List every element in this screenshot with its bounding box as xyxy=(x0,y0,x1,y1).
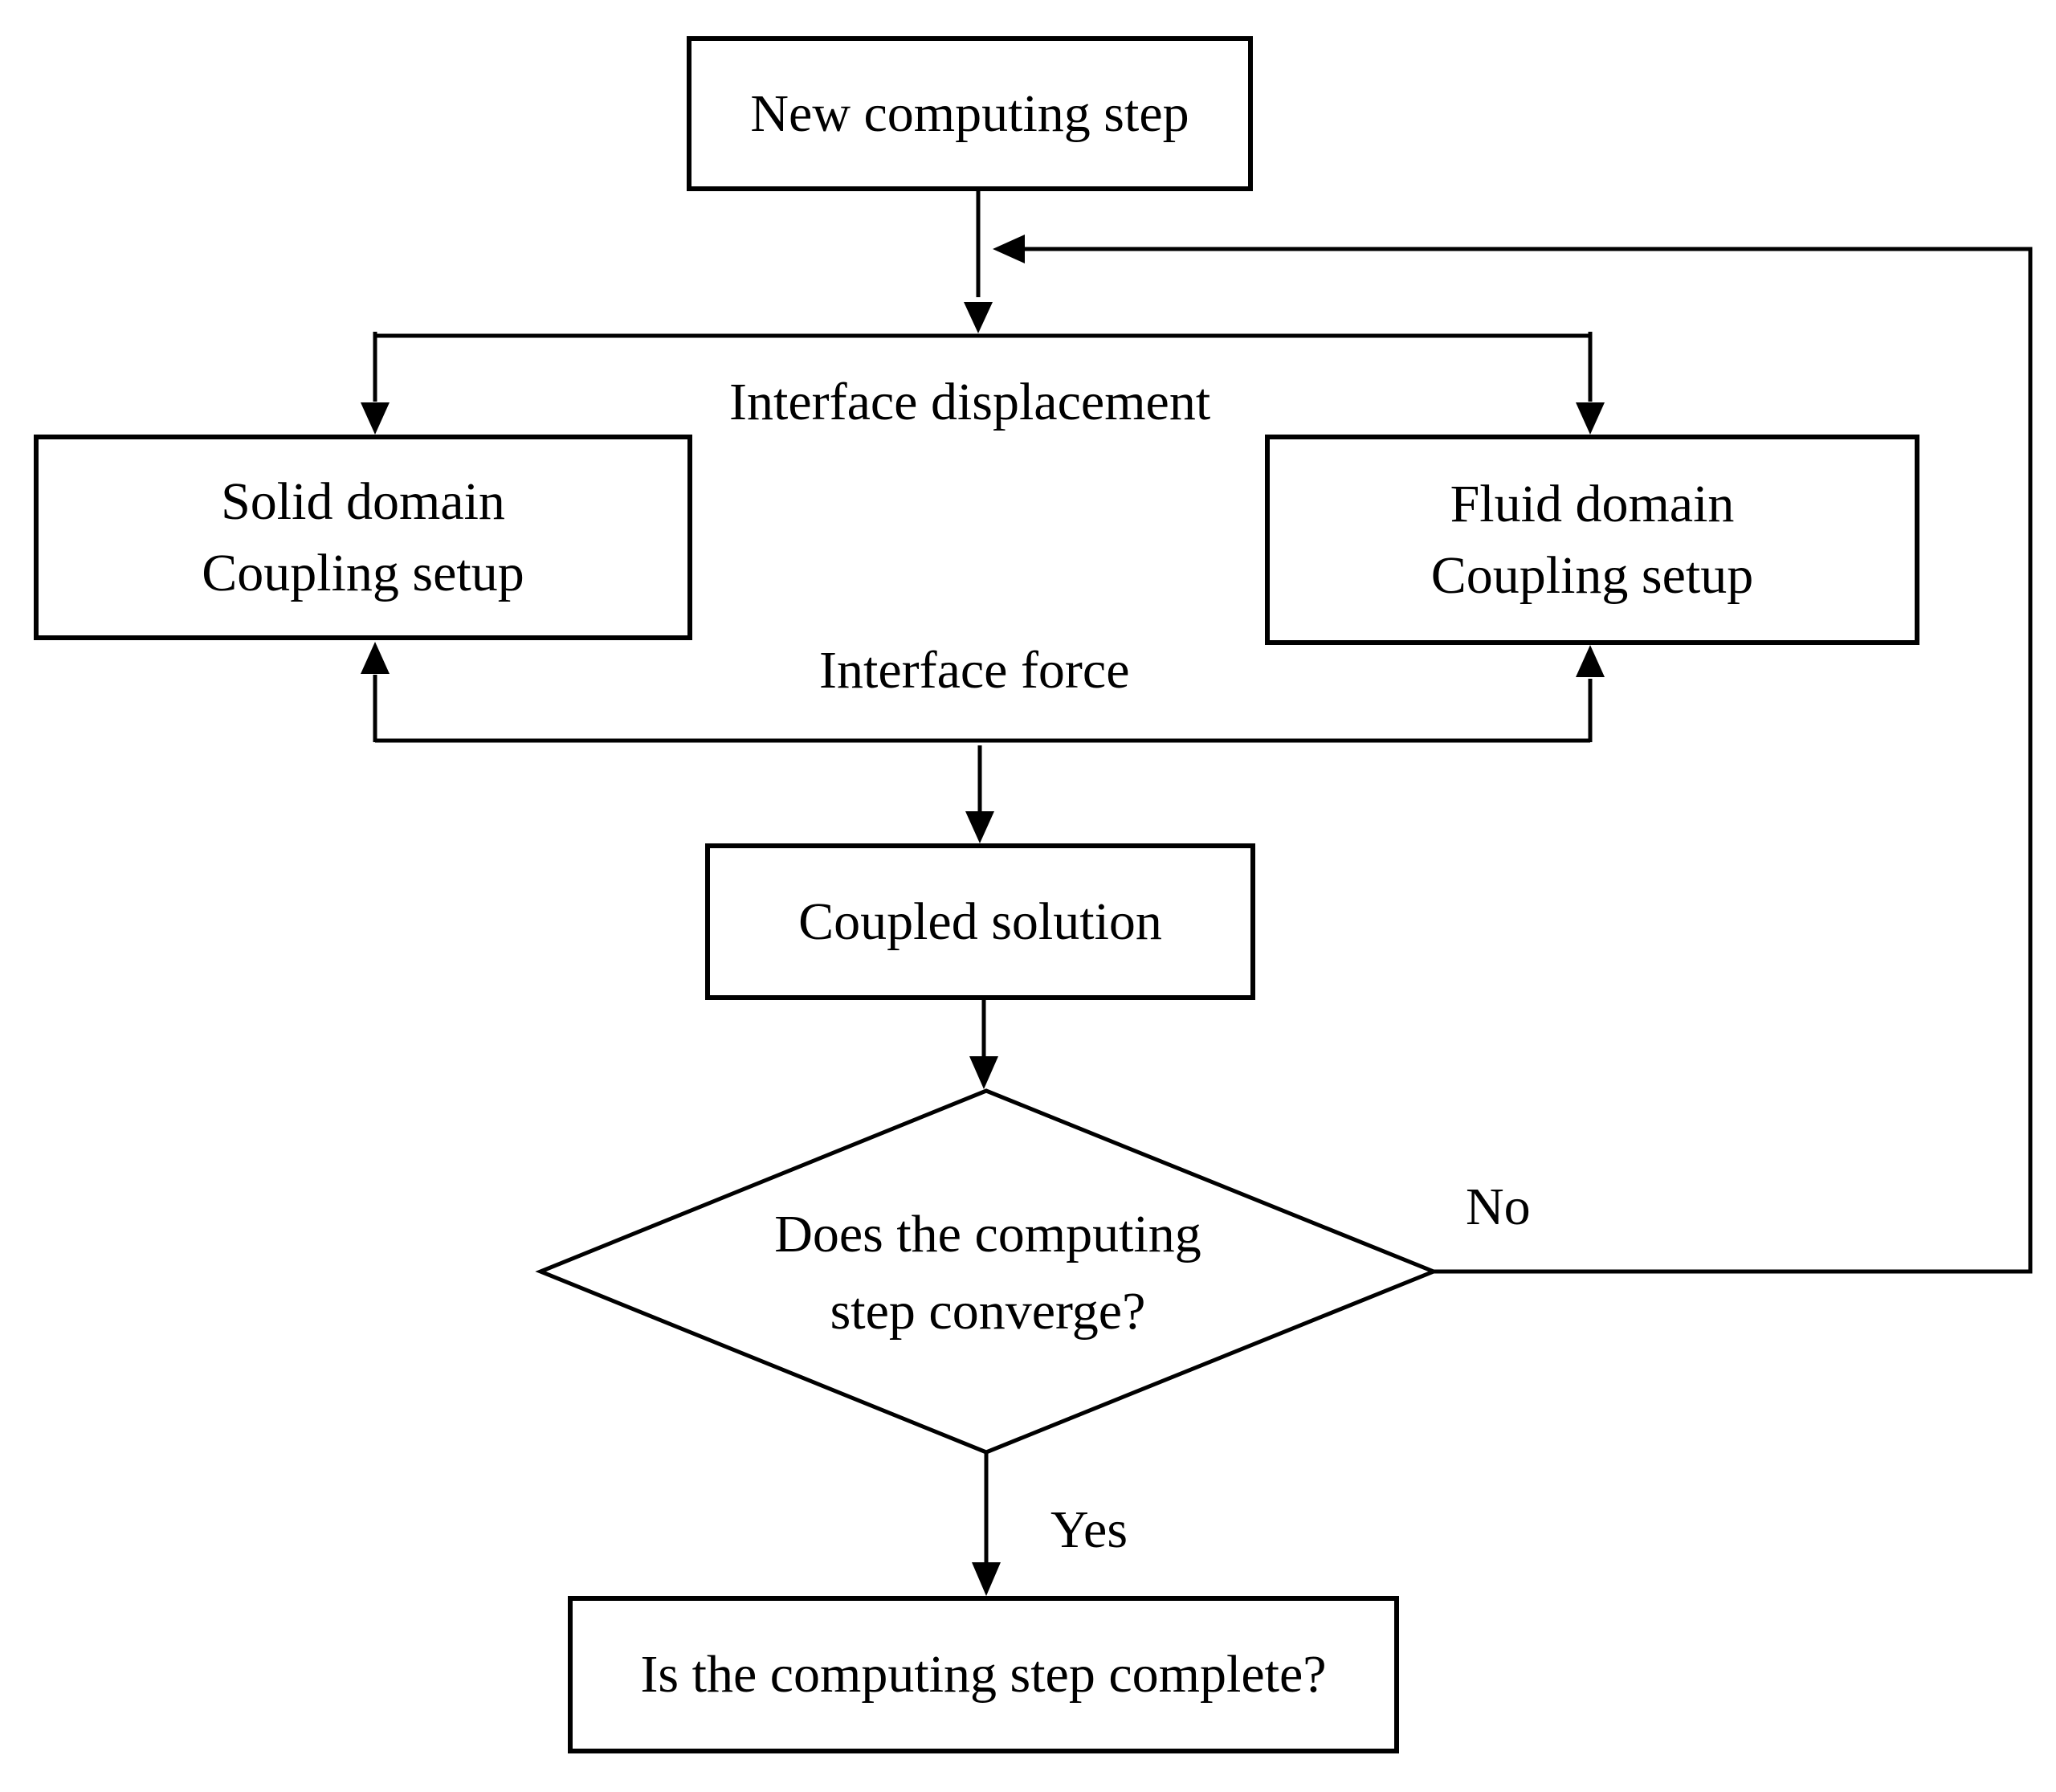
no-loop-line xyxy=(1024,247,2033,1274)
decision-line-2: step converge? xyxy=(830,1282,1146,1341)
computing-complete-box: Is the computing step complete? xyxy=(568,1596,1399,1753)
arrowhead-loop xyxy=(993,235,1025,263)
arrowhead-decision xyxy=(969,1056,998,1089)
new-computing-step-label: New computing step xyxy=(750,84,1189,143)
coupled-solution-box: Coupled solution xyxy=(705,843,1255,1000)
solid-coupling-label: Coupling setup xyxy=(202,544,524,602)
interface-displacement-label: Interface displacement xyxy=(729,373,1211,431)
yes-label: Yes xyxy=(1050,1500,1128,1559)
arrowhead-solid-up xyxy=(361,642,390,674)
solid-domain-label: Solid domain xyxy=(221,471,505,531)
decision-line-1: Does the computing xyxy=(774,1205,1201,1264)
arrowhead-fluid-down xyxy=(1576,402,1605,435)
coupled-solution-label: Coupled solution xyxy=(798,892,1162,951)
decision-text: Does the computing step converge? xyxy=(707,1201,1269,1345)
arrowhead-final xyxy=(972,1562,1001,1596)
fluid-domain-box: Fluid domain Coupling setup xyxy=(1265,435,1919,645)
fluid-domain-label: Fluid domain xyxy=(1450,474,1735,533)
solid-domain-box: Solid domain Coupling setup xyxy=(34,435,692,640)
fluid-coupling-label: Coupling setup xyxy=(1430,546,1754,605)
arrowhead-coupled xyxy=(965,811,994,843)
computing-complete-label: Is the computing step complete? xyxy=(640,1645,1327,1704)
arrowhead-fluid-up xyxy=(1576,645,1605,677)
arrowhead-solid-down xyxy=(361,402,390,435)
new-computing-step-box: New computing step xyxy=(687,36,1253,191)
arrowhead-newstep xyxy=(964,302,993,333)
no-label: No xyxy=(1466,1178,1531,1236)
interface-force-label: Interface force xyxy=(819,641,1130,700)
